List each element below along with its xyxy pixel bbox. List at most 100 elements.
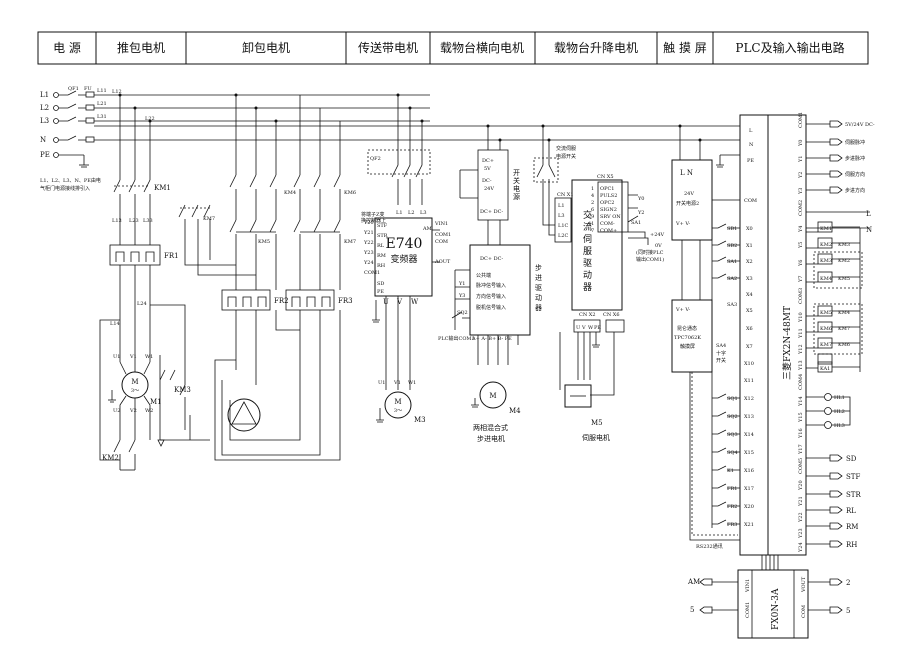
x5-pin-6: COM-: [600, 221, 615, 227]
plc-out-y4: Y4: [798, 226, 804, 233]
x1-pin-2: L3: [558, 213, 565, 219]
vfd-term-y22: Y22: [363, 240, 374, 246]
bus-label-l1: L1: [40, 91, 49, 99]
servo-pe: PE: [594, 325, 601, 331]
conveyor-circuit: QF2 L1 L2 L3 E740 变频器 将端子Z变 换控制器上 Y20 Y2…: [361, 95, 451, 424]
vfd-term-y24: Y24: [363, 260, 374, 266]
touch-title-1: 昆仑通态: [677, 325, 697, 332]
step-row-4: 脱机信号输入: [476, 304, 506, 311]
stepper-motor-symbol: [479, 381, 507, 409]
servo-drv-7: 器: [583, 282, 592, 293]
vfd-sig-rh: RH: [377, 263, 386, 269]
km4-label: KM4: [284, 190, 296, 196]
fr3-label: FR3: [338, 297, 353, 305]
m3-label: M3: [414, 416, 426, 424]
plc-right-signals: 5V/24V DC- 伺服脉冲 步进脉冲 伺服方向 步进方向 L N: [806, 120, 875, 372]
servo-drv-1: 交: [583, 209, 592, 221]
w2-label: W2: [145, 408, 153, 414]
servo-drv-3: 伺: [583, 233, 592, 245]
vfd-term-y20: Y20: [363, 220, 374, 226]
x5-pin-1: OPC1: [600, 186, 614, 192]
vfd-term-com1r: COM1: [435, 232, 451, 238]
x5-pin-7: COM+: [600, 228, 617, 234]
header-horizontal-motor: 载物台横向电机: [440, 40, 524, 55]
v1-label: V1: [129, 354, 137, 360]
x5-num-7: 7: [591, 228, 594, 234]
sig-stepper-pulse: 步进脉冲: [845, 155, 865, 162]
plc-out-y13: Y13: [798, 360, 804, 371]
plc-out-y7: Y7: [798, 276, 804, 283]
step-drv-header: DC+ DC-: [480, 256, 503, 262]
servo-switch-title-2: 电源开关: [556, 153, 576, 160]
cn-x2-label: CN X2: [579, 312, 596, 318]
in-dev-sq2: SQ2: [727, 414, 738, 420]
plc-out-y3: Y3: [798, 188, 804, 195]
vfd-term-vin1: VIN1: [434, 221, 448, 227]
x1-pin-4: L2C: [558, 233, 569, 239]
vfdsig-rl: RL: [846, 507, 856, 515]
plc-model: 三菱FX2N-48MT: [781, 306, 793, 380]
m4-label: M4: [509, 407, 521, 415]
plc-out-com1: COM1: [798, 112, 804, 128]
step-switch-4: 源: [513, 192, 520, 201]
l22-label: L22: [145, 116, 155, 122]
l11-label: L11: [97, 88, 107, 94]
fx0n-term-com1: COM1: [745, 602, 751, 618]
servo-note-1: (同时接PLC: [636, 249, 664, 256]
in-dev-sq1: SQ1: [727, 396, 738, 402]
x5-num-3: 2: [591, 200, 594, 206]
fr2-label: FR2: [274, 297, 289, 305]
lamp-hl1: HL1: [834, 395, 845, 401]
conv-m-label: M: [394, 398, 401, 406]
plc-out-com5: COM5: [798, 458, 804, 474]
vfd-sig-rl: RL: [377, 243, 385, 249]
plc-in-x0: X0: [746, 226, 753, 232]
l31-label: L31: [97, 114, 107, 120]
vfdsig-str: STR: [846, 491, 861, 499]
plc-out-y2: Y2: [798, 172, 804, 179]
servo-y2: Y2: [637, 210, 644, 216]
step-drv-4: 动: [535, 293, 542, 302]
step-row-1: 公共端: [476, 272, 491, 279]
plc-out-y17: Y17: [798, 444, 804, 455]
km2-label: KM2: [102, 454, 119, 462]
servo-y0: Y0: [637, 196, 644, 202]
x5-num-5: 29: [588, 214, 594, 220]
in-dev-sa1: SA1: [727, 259, 737, 265]
touch-ln: L N: [680, 169, 693, 177]
vfd-term-am: AM: [422, 226, 432, 232]
plc-top-l: L: [749, 128, 753, 134]
step-psu-4: 24V: [484, 186, 494, 192]
fr1-label: FR1: [164, 252, 179, 260]
plc-input-devices: SB1 SB2 SA1 SA2 SA3 SA4 十字 开关 SQ1 SQ2 SQ…: [716, 226, 738, 528]
plc-in-x6: X6: [746, 326, 753, 332]
plc-in-x4: X4: [746, 292, 753, 298]
plc-in-x14: X14: [744, 432, 754, 438]
power-note-2: 气柜门电源接线排引入: [40, 185, 90, 192]
vfd-sig-str: STR: [377, 233, 388, 239]
header-conveyor-motor: 传送带电机: [358, 40, 418, 55]
in-dev-fr3: FR3: [727, 522, 737, 528]
in-dev-sa4: SA4: [716, 343, 726, 349]
fx0n-model: FX0N-3A: [771, 588, 781, 630]
vfd-term-com: COM: [435, 239, 448, 245]
km7-left-label: KM7: [203, 216, 215, 222]
l13-label: L13: [112, 218, 122, 224]
header-touch-screen: 触 摸 屏: [663, 41, 707, 55]
plc-n-label: N: [866, 226, 872, 234]
fx0n-out-2: 2: [846, 579, 850, 587]
plc-out-y23: Y23: [798, 528, 804, 539]
step-m-label: M: [489, 392, 496, 400]
in-dev-sa2: SA2: [727, 276, 737, 282]
plc-out-y21: Y21: [798, 496, 804, 507]
servo-switch-title-1: 交流伺服: [556, 145, 576, 152]
v2-label: V2: [129, 408, 137, 414]
plc-relays: KM1 KM2 KM3 KM3 KM2 KM4 KM5 KM5 KM4 KM6 …: [806, 221, 863, 373]
header-unload-motor: 卸包电机: [242, 40, 290, 55]
l12-label: L12: [112, 89, 122, 95]
relay-ka1: KA1: [820, 366, 830, 372]
cn-x1-label: CN X1: [557, 192, 574, 198]
in-dev-sa4-note-1: 十字: [716, 350, 726, 357]
servo-drv-6: 动: [583, 270, 592, 281]
